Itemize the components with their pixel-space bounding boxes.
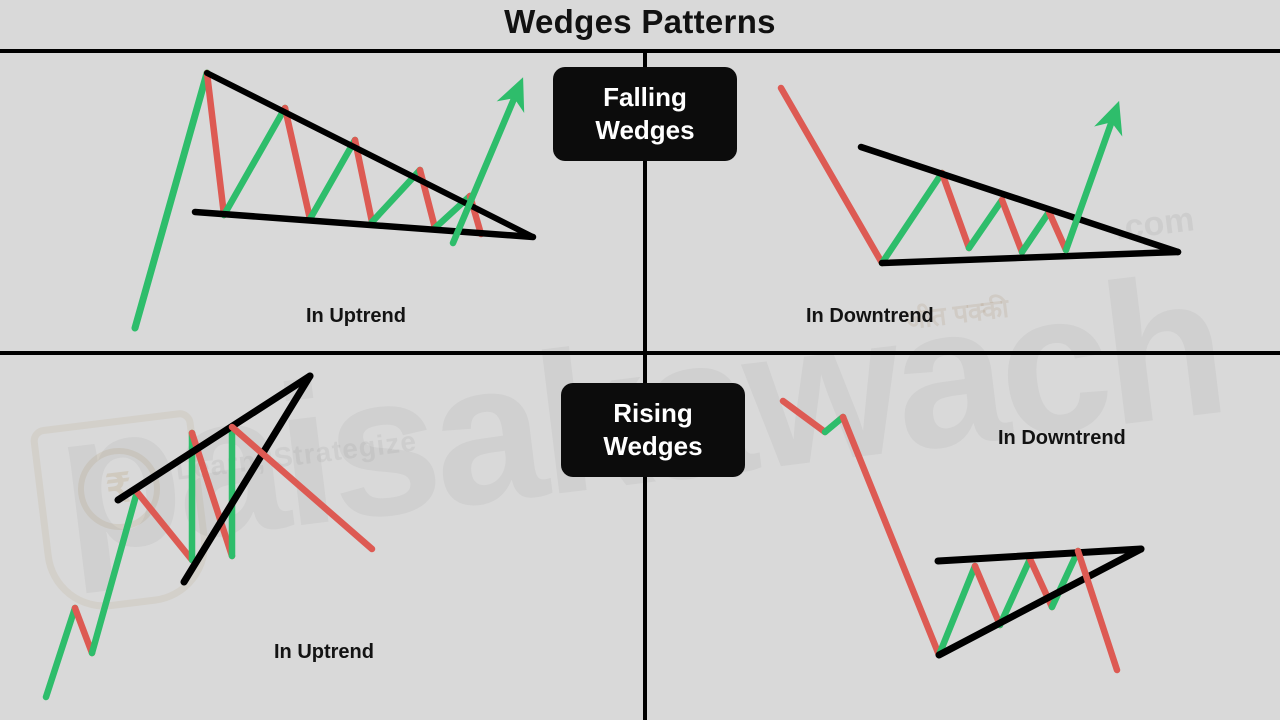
- price-leg: [1045, 208, 1070, 254]
- price-leg: [203, 69, 228, 219]
- resistance-trendline: [204, 70, 536, 240]
- label-bottom-right-trend: In Downtrend: [998, 427, 1126, 449]
- price-leg: [1048, 547, 1082, 611]
- lead-in-trend-line: [821, 413, 847, 436]
- label-top-right-trend: In Downtrend: [806, 305, 934, 327]
- divider-horizontal-top: [0, 49, 1280, 53]
- price-leg: [965, 196, 1006, 252]
- price-leg: [878, 169, 946, 267]
- price-leg: [1018, 208, 1053, 256]
- support-trendline: [878, 248, 1182, 267]
- price-leg: [220, 104, 289, 219]
- badge-falling-wedges: Falling Wedges: [553, 67, 737, 161]
- label-bottom-left-trend: In Uptrend: [274, 641, 374, 663]
- support-trendline: [191, 208, 537, 241]
- price-leg: [133, 488, 196, 564]
- chart-falling-wedge-uptrend: [131, 69, 537, 332]
- bullish-breakout-arrow: [1062, 100, 1123, 254]
- divider-horizontal-middle: [0, 351, 1280, 355]
- label-top-left-trend: In Uptrend: [306, 305, 406, 327]
- lead-in-trend-line: [42, 604, 79, 701]
- chart-rising-wedge-downtrend: [779, 397, 1145, 674]
- lead-in-trend-line: [131, 69, 211, 332]
- price-leg: [996, 555, 1034, 629]
- price-leg: [971, 562, 1004, 629]
- price-leg: [188, 429, 236, 560]
- resistance-trendline: [114, 372, 314, 504]
- price-leg: [351, 136, 376, 226]
- badge-falling-line1: Falling: [603, 82, 687, 112]
- support-trendline: [935, 545, 1145, 659]
- bearish-breakdown-line: [1074, 547, 1121, 674]
- page-title: Wedges Patterns: [504, 3, 776, 40]
- bearish-breakdown-line: [228, 423, 376, 553]
- price-leg: [306, 136, 359, 223]
- price-leg: [998, 196, 1026, 256]
- price-leg: [935, 562, 979, 659]
- chart-rising-wedge-uptrend: [42, 372, 376, 701]
- badge-rising-line1: Rising: [613, 398, 693, 428]
- price-leg: [281, 104, 314, 223]
- badge-rising-line2: Wedges: [603, 431, 703, 461]
- support-trendline: [180, 372, 314, 586]
- lead-in-trend-line: [71, 604, 96, 657]
- lead-in-trend-line: [88, 488, 141, 657]
- badge-rising-wedges: Rising Wedges: [561, 383, 745, 477]
- badge-falling-line2: Wedges: [595, 115, 695, 145]
- lead-in-trend-line: [779, 397, 829, 436]
- price-leg: [938, 169, 973, 252]
- chart-falling-wedge-downtrend: [777, 84, 1182, 267]
- lead-in-trend-line: [777, 84, 886, 267]
- resistance-trendline: [934, 545, 1145, 565]
- bullish-breakout-arrow: [449, 77, 525, 247]
- lead-in-trend-line: [839, 413, 943, 659]
- resistance-trendline: [857, 143, 1182, 256]
